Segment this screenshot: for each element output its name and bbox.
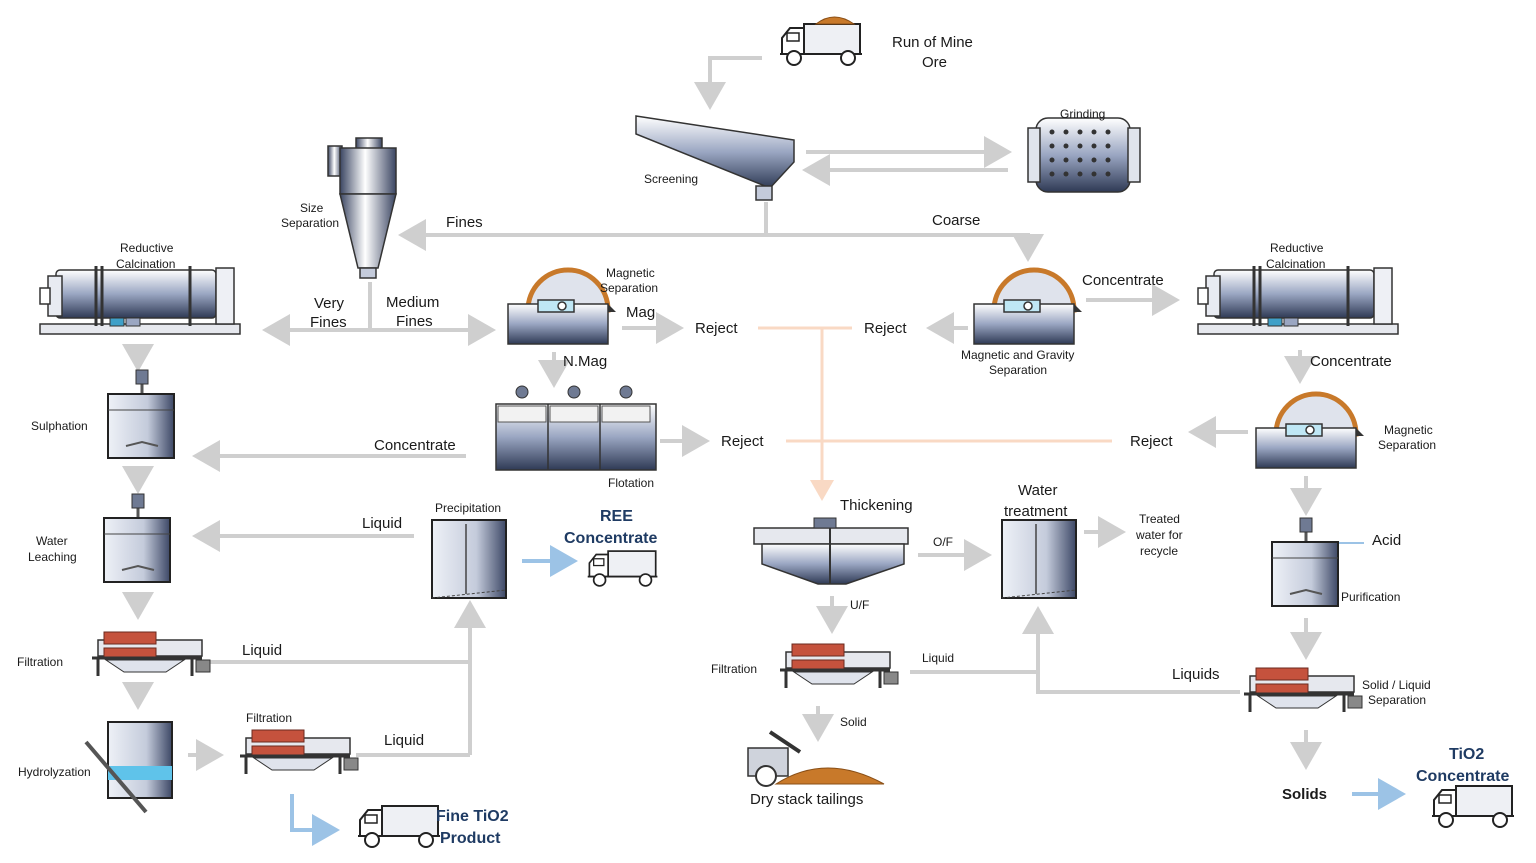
label-separation: Separation xyxy=(281,216,339,230)
label-sls-2: Separation xyxy=(1368,693,1426,707)
label-acid: Acid xyxy=(1372,532,1401,549)
leaching-tank-icon xyxy=(102,492,172,584)
ball-mill-icon xyxy=(1027,117,1141,193)
label-screening: Screening xyxy=(644,172,698,186)
label-treated: Treated xyxy=(1139,512,1180,526)
label-size: Size xyxy=(300,201,324,215)
mag-gravity-separator-icon xyxy=(974,270,1082,344)
label-liquid-4: Liquid xyxy=(384,732,424,749)
label-liquid-2: Liquid xyxy=(242,642,282,659)
hydrolyzation-tank-icon xyxy=(84,721,173,814)
arrow-coarse xyxy=(766,233,1044,262)
label-filtration-bottom: Filtration xyxy=(246,711,292,725)
label-reject-4: Reject xyxy=(1130,433,1173,450)
water-treatment-tank-icon xyxy=(1001,519,1077,599)
label-mag-grav-2: Separation xyxy=(989,363,1047,377)
label-leaching: Leaching xyxy=(28,550,77,564)
label-filtration-mid: Filtration xyxy=(711,662,757,676)
label-water-for: water for xyxy=(1135,528,1183,542)
label-mag: Mag xyxy=(626,304,655,321)
filter-press-mid-icon xyxy=(778,642,900,690)
ree-truck-icon xyxy=(586,550,659,587)
fine-tio2-truck-icon xyxy=(357,805,441,848)
label-tio2: TiO2 xyxy=(1449,746,1484,763)
label-very-fines: Fines xyxy=(310,314,347,331)
label-reductive-left: Reductive xyxy=(120,241,174,255)
label-recycle: recycle xyxy=(1140,544,1178,558)
label-concentrate-1: Concentrate xyxy=(1082,272,1164,289)
label-medium: Medium xyxy=(386,294,439,311)
label-liquid-1: Liquid xyxy=(362,515,402,532)
label-liquid-3: Liquid xyxy=(922,651,954,665)
label-coarse: Coarse xyxy=(932,212,980,229)
flow-arrows xyxy=(122,56,1322,771)
label-flotation: Flotation xyxy=(608,476,654,490)
label-uf: U/F xyxy=(850,598,869,612)
label-liquids: Liquids xyxy=(1172,666,1220,683)
label-purification: Purification xyxy=(1341,590,1400,604)
label-nmag: N.Mag xyxy=(563,353,607,370)
arrow-ore-to-screen xyxy=(694,56,762,110)
label-sulphation: Sulphation xyxy=(31,419,88,433)
label-product: Product xyxy=(440,830,501,847)
label-mag-sep-right-1: Magnetic xyxy=(1384,423,1433,437)
label-reject-2: Reject xyxy=(864,320,907,337)
label-water-t: Water xyxy=(1018,482,1057,499)
label-mag-sep-top-1: Magnetic xyxy=(606,266,655,280)
filter-press-left-icon xyxy=(90,630,212,678)
label-solids: Solids xyxy=(1282,786,1327,803)
label-very: Very xyxy=(314,295,345,312)
label-grinding: Grinding xyxy=(1060,107,1105,121)
label-calcination-right: Calcination xyxy=(1266,257,1325,271)
label-of: O/F xyxy=(933,535,953,549)
filter-press-bottom-icon xyxy=(238,728,360,776)
mag-separator-right-icon xyxy=(1256,394,1364,468)
labels: Run of Mine Ore Screening Grinding Size … xyxy=(17,34,1509,847)
filter-press-right-icon xyxy=(1242,666,1364,714)
sulphation-tank-icon xyxy=(106,368,176,460)
label-dry-stack: Dry stack tailings xyxy=(750,791,863,808)
screen-icon xyxy=(635,115,795,201)
label-ore: Ore xyxy=(922,54,947,71)
label-fines: Fines xyxy=(446,214,483,231)
label-fine-tio2: Fine TiO2 xyxy=(436,808,509,825)
label-mag-sep-right-2: Separation xyxy=(1378,438,1436,452)
label-solid: Solid xyxy=(840,715,867,729)
label-thickening: Thickening xyxy=(840,497,913,514)
label-mag-sep-top-2: Separation xyxy=(600,281,658,295)
label-reject-3: Reject xyxy=(721,433,764,450)
label-precipitation: Precipitation xyxy=(435,501,501,515)
label-medium-fines: Fines xyxy=(396,313,433,330)
label-calcination-left: Calcination xyxy=(116,257,175,271)
label-filtration-left: Filtration xyxy=(17,655,63,669)
label-reject-1: Reject xyxy=(695,320,738,337)
label-concentrate-2: Concentrate xyxy=(1310,353,1392,370)
label-ree-concentrate: Concentrate xyxy=(564,530,657,547)
dry-stack-icon xyxy=(747,730,885,787)
label-tio2-concentrate: Concentrate xyxy=(1416,768,1509,785)
kiln-left-icon xyxy=(38,264,242,336)
cyclone-icon xyxy=(327,137,397,279)
label-mag-grav-1: Magnetic and Gravity xyxy=(961,348,1074,362)
arrow-liquids xyxy=(1022,606,1240,694)
kiln-right-icon xyxy=(1196,264,1400,336)
label-concentrate-3: Concentrate xyxy=(374,437,456,454)
reject-lines xyxy=(758,326,1112,501)
product-arrows xyxy=(290,542,1406,846)
precipitation-tank-icon xyxy=(431,519,507,599)
thickener-icon xyxy=(753,517,909,585)
label-reductive-right: Reductive xyxy=(1270,241,1324,255)
label-ree: REE xyxy=(600,508,633,525)
label-sls-1: Solid / Liquid xyxy=(1362,678,1431,692)
ore-truck-icon xyxy=(779,16,863,66)
label-treatment: treatment xyxy=(1004,503,1068,520)
tio2-truck-icon xyxy=(1431,785,1515,828)
purification-tank-icon xyxy=(1270,516,1340,608)
label-water: Water xyxy=(36,534,68,548)
flotation-cells-icon xyxy=(495,385,657,471)
label-run-of-mine: Run of Mine xyxy=(892,34,973,51)
label-hydrolyzation: Hydrolyzation xyxy=(18,765,91,779)
